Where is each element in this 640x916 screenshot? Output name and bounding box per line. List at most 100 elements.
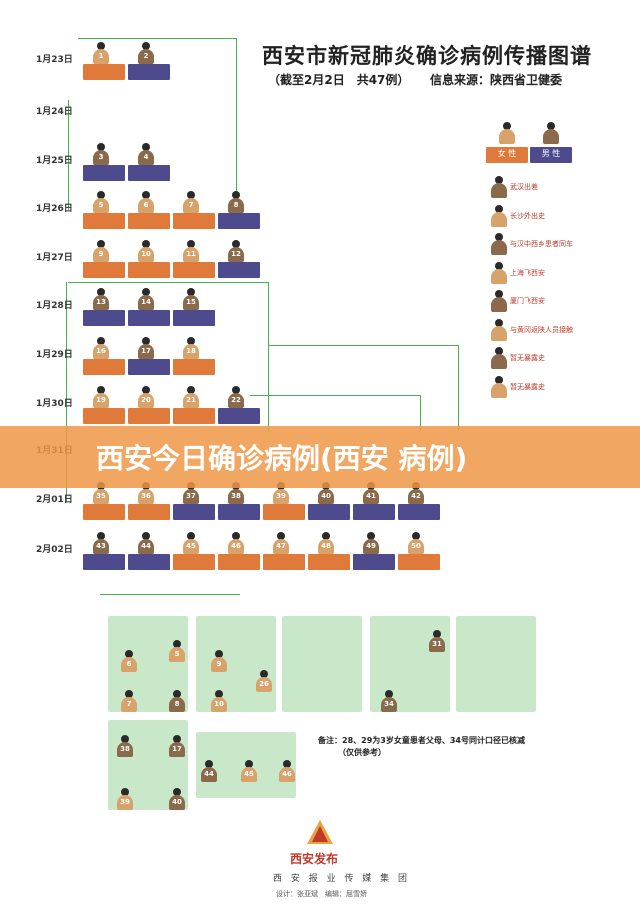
case-info-box	[128, 262, 170, 278]
case-number: 45	[244, 770, 254, 778]
legend-figure	[490, 318, 508, 341]
legend-label: 厦门飞西安	[510, 297, 545, 305]
case-figure: 14	[137, 288, 155, 310]
case-number: 14	[141, 298, 151, 306]
legend-label: 暂无暴露史	[510, 382, 545, 391]
case-figure: 49	[362, 532, 380, 554]
case-number: 15	[186, 298, 196, 306]
case-number: 9	[98, 250, 104, 258]
right-horizontal-line	[268, 345, 458, 346]
date-label: 1月24日	[36, 107, 73, 117]
cluster-case-figure: 44	[200, 760, 218, 782]
case-info-box	[308, 504, 350, 520]
cluster-case-figure: 38	[116, 735, 134, 757]
cluster-case-figure: 6	[120, 650, 138, 672]
legend-male: 男 性	[530, 147, 572, 163]
legend-label: 上海飞西安	[510, 268, 545, 277]
case-number: 40	[172, 798, 182, 806]
case-number: 21	[186, 396, 196, 404]
case-number: 38	[120, 745, 130, 753]
legend-label: 长沙外出史	[510, 211, 545, 220]
case-info-box	[83, 262, 125, 278]
case-number: 2	[143, 52, 149, 60]
case-info-box	[83, 165, 125, 181]
case-figure: 22	[227, 386, 245, 408]
cluster-case-figure: 9	[210, 650, 228, 672]
case-figure: 43	[92, 532, 110, 554]
legend-label: 与汉中西乡患者同车	[510, 240, 573, 248]
case-info-box	[83, 554, 125, 570]
case-figure: 13	[92, 288, 110, 310]
case-number: 6	[126, 660, 132, 668]
case-info-box	[173, 262, 215, 278]
case-info-box	[173, 554, 215, 570]
case-figure: 6	[137, 191, 155, 213]
case-info-box	[353, 504, 395, 520]
case-info-box	[398, 554, 440, 570]
case-info-box	[218, 262, 260, 278]
case-number: 35	[96, 492, 106, 500]
overlay-banner	[0, 426, 640, 488]
cluster-panel-3	[282, 616, 362, 712]
case-figure: 47	[272, 532, 290, 554]
date-label: 1月27日	[36, 253, 73, 263]
cluster-case-figure: 7	[120, 690, 138, 712]
case-info-box	[308, 554, 350, 570]
case-number: 5	[174, 650, 180, 658]
case-info-box	[218, 504, 260, 520]
case-figure: 4	[137, 143, 155, 165]
case-info-box	[398, 504, 440, 520]
case-info-box	[83, 408, 125, 424]
design-credit: 设计：张亚斌 编辑：屈雪娇	[276, 890, 367, 898]
legend-figure	[490, 290, 508, 312]
case-number: 12	[231, 250, 241, 258]
left-connector-line	[68, 100, 69, 210]
legend-figure	[490, 261, 508, 284]
case-number: 46	[282, 770, 292, 778]
cluster-case-figure: 26	[255, 670, 273, 692]
case-figure: 12	[227, 240, 245, 262]
case-number: 46	[231, 542, 241, 550]
mid-connector-line	[68, 282, 268, 283]
case-info-box	[173, 213, 215, 229]
case-number: 18	[186, 347, 196, 355]
case-info-box	[218, 554, 260, 570]
case-figure: 44	[137, 532, 155, 554]
case-info-box	[263, 554, 305, 570]
cluster-case-figure: 17	[168, 735, 186, 757]
case-number: 44	[204, 770, 214, 778]
top-connector-line	[78, 38, 236, 39]
case-number: 16	[96, 347, 106, 355]
note-text: 备注：28、29为3岁女童患者父母、34号同计口径已核减	[318, 736, 525, 745]
case-info-box	[128, 165, 170, 181]
legend-figure	[490, 176, 508, 198]
case-info-box	[83, 310, 125, 326]
case-figure: 21	[182, 386, 200, 408]
case-figure: 50	[407, 532, 425, 554]
cluster-case-figure: 8	[168, 690, 186, 712]
case-figure: 5	[92, 191, 110, 213]
case-number: 6	[143, 201, 149, 209]
case-number: 36	[141, 492, 151, 500]
case-number: 8	[233, 201, 239, 209]
case-figure: 11	[182, 240, 200, 262]
cluster-case-figure: 45	[240, 760, 258, 782]
case-info-box	[128, 504, 170, 520]
case-number: 5	[98, 201, 104, 209]
case-figure: 45	[182, 532, 200, 554]
date-label: 1月23日	[36, 55, 73, 65]
bottom-link-line	[100, 594, 240, 595]
logo-text: 西安发布	[290, 852, 339, 866]
case-number: 1	[98, 52, 104, 60]
case-info-box	[173, 504, 215, 520]
case-info-box	[128, 554, 170, 570]
case-number: 7	[126, 700, 132, 708]
case-info-box	[128, 213, 170, 229]
case-figure: 8	[227, 191, 245, 213]
case-info-box	[263, 504, 305, 520]
case-number: 44	[141, 542, 151, 550]
cluster-case-figure: 10	[210, 690, 228, 712]
case-info-box	[353, 554, 395, 570]
case-number: 22	[231, 396, 241, 404]
case-figure: 20	[137, 386, 155, 408]
